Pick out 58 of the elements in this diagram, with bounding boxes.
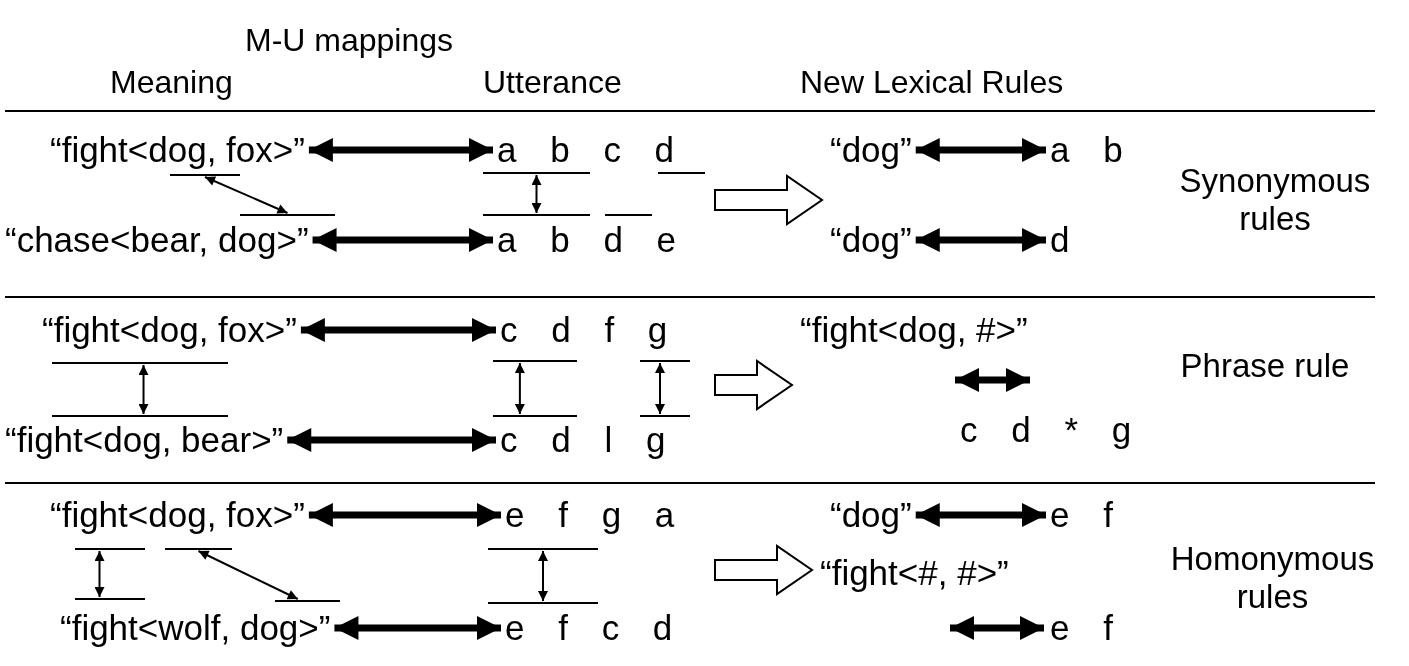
underline-bar [483, 172, 590, 174]
meaning-text: “fight<dog, fox>” [50, 495, 305, 535]
rule-meaning-text: “dog” [830, 130, 912, 170]
underline-bar [640, 415, 690, 417]
meaning-text: “chase<bear, dog>” [5, 220, 309, 260]
rule-type-label: Homonymous rules [1169, 540, 1376, 616]
double-arrow [531, 174, 542, 214]
double-arrow [138, 364, 149, 415]
underline-bar [240, 214, 335, 216]
meaning-text: “fight<dog, fox>” [50, 130, 305, 170]
block-arrow [714, 359, 794, 411]
underline-bar [493, 415, 577, 417]
rule-utterance-text: d [1050, 220, 1070, 260]
underline-bar [170, 174, 240, 176]
rule-meaning-text: “fight<dog, #>” [800, 310, 1028, 350]
column-header: Meaning [110, 63, 233, 101]
utterance-text: c d l g [500, 420, 666, 460]
underline-bar [488, 548, 598, 550]
meaning-text: “fight<dog, bear>” [5, 420, 284, 460]
underline-bar [165, 548, 232, 550]
column-header: Utterance [483, 63, 622, 101]
double-arrow [197, 550, 299, 600]
rule-meaning-text: “dog” [830, 220, 912, 260]
meaning-text: “fight<wolf, dog>” [60, 608, 331, 648]
underline-bar [52, 362, 228, 364]
utterance-text: e f c d [505, 608, 673, 648]
double-arrow [538, 550, 548, 602]
block-arrow [714, 544, 814, 596]
underline-bar [52, 415, 228, 417]
column-header: New Lexical Rules [800, 63, 1064, 101]
rule-meaning-text: “dog” [830, 495, 912, 535]
rule-type-label: Synonymous rules [1178, 162, 1372, 238]
block-arrow [714, 174, 824, 226]
underline-bar [488, 602, 598, 604]
underline-bar [658, 172, 705, 174]
underline-bar [75, 598, 145, 600]
double-arrow [655, 362, 665, 415]
rule-utterance-text: e f [1050, 495, 1113, 535]
underline-bar [605, 214, 652, 216]
double-arrow [514, 362, 525, 415]
underline-bar [483, 214, 590, 216]
rule-utterance-text: c d * g [960, 410, 1132, 450]
rule-utterance-text: e f [1050, 608, 1113, 648]
group-header: M-U mappings [245, 21, 454, 59]
utterance-text: a b d e [497, 220, 677, 260]
rule-type-label: Phrase rule [1179, 347, 1351, 385]
rule-utterance-text: a b [1050, 130, 1123, 170]
underline-bar [640, 360, 690, 362]
utterance-text: e f g a [505, 495, 675, 535]
double-arrow [204, 176, 289, 214]
utterance-text: c d f g [500, 310, 668, 350]
rule-meaning-text: “fight<#, #>” [820, 553, 1009, 593]
meaning-text: “fight<dog, fox>” [42, 310, 297, 350]
double-arrow [94, 550, 105, 598]
utterance-text: a b c d [497, 130, 675, 170]
underline-bar [493, 360, 577, 362]
underline-bar [275, 600, 340, 602]
underline-bar [75, 548, 145, 550]
